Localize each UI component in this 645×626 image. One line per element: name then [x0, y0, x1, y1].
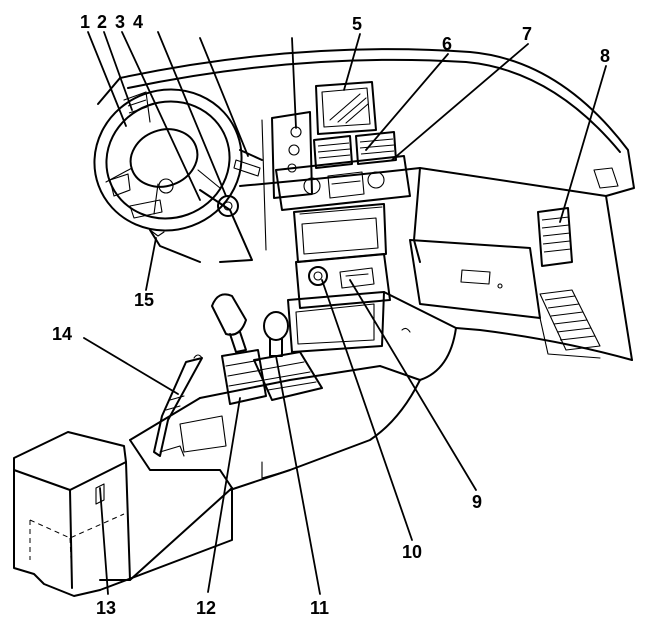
callout-14: 14: [52, 324, 72, 344]
leader-lines: [83, 31, 607, 595]
lower-grille: [539, 289, 601, 351]
callout-7: 7: [522, 24, 532, 44]
callout-labels: 1 2 3 4 5 6 7 8 9 10 11 12 13 14 15: [52, 12, 610, 618]
callout-1: 1: [80, 12, 90, 32]
gear-shifter: [253, 311, 323, 401]
armrest-box: [13, 431, 131, 597]
center-display: [315, 81, 377, 135]
center-vents: [313, 131, 397, 169]
steering-wheel: [93, 88, 243, 232]
callout-10: 10: [402, 542, 422, 562]
center-stack: [271, 111, 411, 263]
parking-brake: [153, 354, 203, 457]
callout-6: 6: [442, 34, 452, 54]
lower-left-dash: [149, 229, 201, 263]
callout-13: 13: [96, 598, 116, 618]
side-air-vent: [537, 207, 573, 267]
callout-12: 12: [196, 598, 216, 618]
dashboard-body: [97, 48, 635, 361]
callout-2: 2: [97, 12, 107, 32]
lower-console: [287, 253, 457, 381]
callout-4: 4: [133, 12, 143, 32]
floor-console: [99, 365, 421, 591]
callout-8: 8: [600, 46, 610, 66]
callout-3: 3: [115, 12, 125, 32]
callout-15: 15: [134, 290, 154, 310]
steering-column: [123, 91, 263, 263]
callout-9: 9: [472, 492, 482, 512]
transfer-lever: [211, 293, 267, 405]
callout-11: 11: [310, 598, 329, 618]
callout-5: 5: [352, 14, 362, 34]
